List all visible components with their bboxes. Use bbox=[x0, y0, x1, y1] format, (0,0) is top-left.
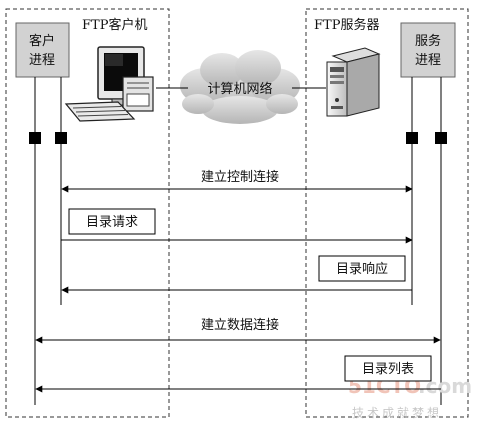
network-label: 计算机网络 bbox=[207, 81, 272, 97]
client-process-box: 客户 进程 bbox=[15, 22, 70, 78]
control-connection-label: 建立控制连接 bbox=[201, 169, 279, 185]
server-process-label-line2: 进程 bbox=[415, 53, 441, 68]
server-data-port bbox=[435, 132, 447, 144]
client-data-port bbox=[29, 132, 41, 144]
client-machine-frame bbox=[5, 8, 170, 418]
server-icon bbox=[326, 47, 381, 117]
directory-request-message: 目录请求 bbox=[68, 208, 156, 235]
client-process-label-line1: 客户 bbox=[29, 33, 55, 49]
client-control-port bbox=[55, 132, 67, 144]
client-machine-label: FTP客户机 bbox=[82, 17, 147, 33]
directory-list-message: 目录列表 bbox=[344, 355, 432, 382]
watermark-slogan: 技术成就梦想 bbox=[352, 405, 442, 420]
directory-response-message: 目录响应 bbox=[318, 255, 406, 282]
server-process-box: 服务 进程 bbox=[400, 22, 456, 78]
data-connection-label: 建立数据连接 bbox=[201, 317, 279, 333]
server-process-label-line1: 服务 bbox=[415, 33, 441, 49]
directory-list-label: 目录列表 bbox=[362, 362, 414, 377]
server-machine-frame bbox=[305, 8, 469, 418]
network-cloud-icon bbox=[180, 50, 300, 124]
computer-icon bbox=[64, 46, 154, 122]
directory-request-label: 目录请求 bbox=[86, 215, 138, 230]
client-process-label-line2: 进程 bbox=[29, 53, 55, 68]
server-control-port bbox=[406, 132, 418, 144]
server-machine-label: FTP服务器 bbox=[314, 17, 379, 33]
directory-response-label: 目录响应 bbox=[336, 261, 388, 277]
